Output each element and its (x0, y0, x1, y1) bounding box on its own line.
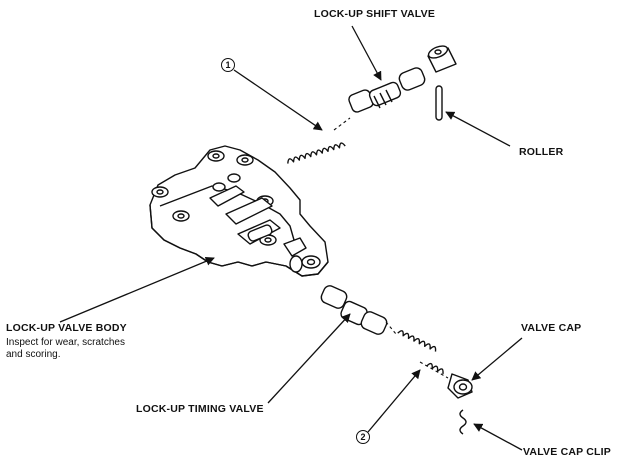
spring-2 (397, 330, 444, 374)
label-lockup-shift-valve: LOCK-UP SHIFT VALVE (314, 8, 436, 20)
leader-shift-valve (351, 25, 382, 81)
leader-roller (445, 111, 511, 147)
leader-spring-2 (367, 369, 421, 433)
label-lockup-valve-body: LOCK-UP VALVE BODY (6, 322, 127, 334)
roller-shape (435, 85, 443, 121)
label-valve-cap: VALVE CAP (521, 322, 582, 334)
leader-valve-cap (471, 337, 523, 381)
valve-cap-clip-shape (459, 409, 467, 435)
valve-body-note-line1: Inspect for wear, scratches (6, 337, 125, 348)
leader-valve-cap-clip (473, 423, 523, 451)
axis-lines (333, 117, 449, 379)
leader-spring-1 (233, 69, 323, 131)
callout-1: 1 (221, 58, 235, 72)
label-roller: ROLLER (519, 146, 564, 158)
shift-valve-cap-shape (427, 45, 457, 73)
leader-timing-valve (267, 313, 351, 404)
lockup-timing-valve-shape (320, 285, 388, 335)
lockup-shift-valve-shape (348, 67, 426, 113)
label-lockup-timing-valve: LOCK-UP TIMING VALVE (136, 403, 264, 415)
label-valve-cap-clip: VALVE CAP CLIP (523, 446, 611, 458)
spring-1 (287, 142, 346, 164)
lockup-valve-body-shape (149, 145, 329, 277)
leader-valve-body (59, 256, 215, 323)
leader-lines (59, 25, 523, 451)
valve-cap-shape (447, 373, 473, 399)
callout-2: 2 (356, 430, 370, 444)
valve-body-note-line2: and scoring. (6, 349, 61, 360)
